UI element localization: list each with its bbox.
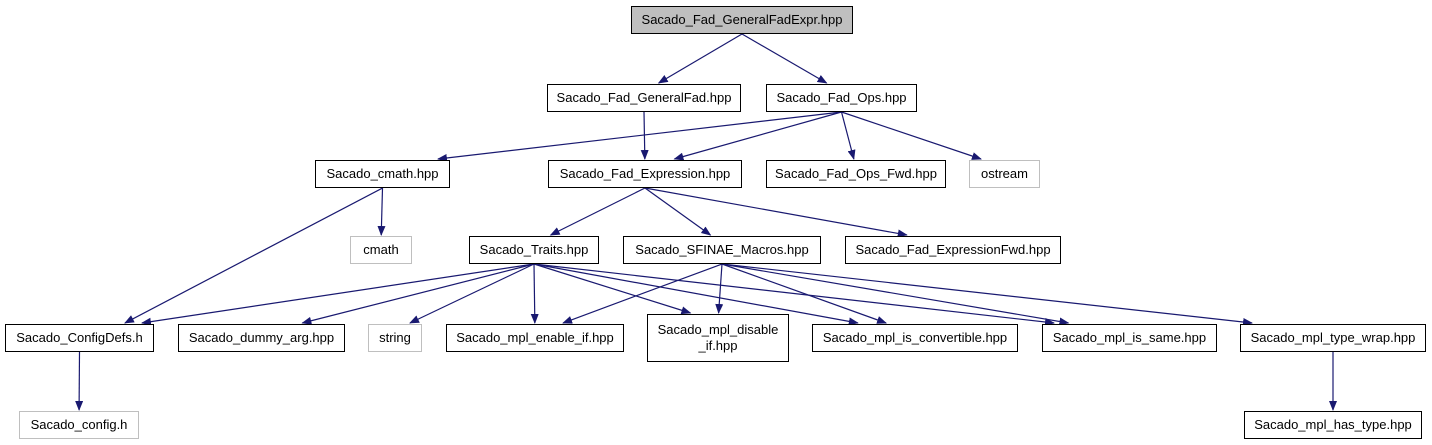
edge-cmath_hpp-to-config_defs [124,187,383,324]
node-fad-expression[interactable]: Sacado_Fad_Expression.hpp [548,160,742,188]
node-mpl-is-same[interactable]: Sacado_mpl_is_same.hpp [1042,324,1217,352]
node-fad-ops-fwd[interactable]: Sacado_Fad_Ops_Fwd.hpp [766,160,946,188]
node-mpl-enable-if[interactable]: Sacado_mpl_enable_if.hpp [446,324,624,352]
node-fad-expression-fwd[interactable]: Sacado_Fad_ExpressionFwd.hpp [845,236,1061,264]
edge-sfinae_macros-to-mpl_is_convertible [721,263,887,324]
node-config-defs[interactable]: Sacado_ConfigDefs.h [5,324,154,352]
node-fad-ops[interactable]: Sacado_Fad_Ops.hpp [766,84,917,112]
node-mpl-is-convertible[interactable]: Sacado_mpl_is_convertible.hpp [812,324,1018,352]
edge-sfinae_macros-to-mpl_enable_if [562,263,723,324]
node-mpl-type-wrap[interactable]: Sacado_mpl_type_wrap.hpp [1240,324,1426,352]
node-sfinae-macros[interactable]: Sacado_SFINAE_Macros.hpp [623,236,821,264]
node-config-h: Sacado_config.h [19,411,139,439]
edge-sfinae_macros-to-mpl_type_wrap [721,263,1253,326]
edge-cmath_hpp-to-cmath [377,187,386,236]
node-dummy-arg[interactable]: Sacado_dummy_arg.hpp [178,324,345,352]
edge-fad_ops-to-ostream [841,111,982,160]
node-string: string [368,324,422,352]
edge-traits-to-string [409,263,535,324]
edge-traits-to-config_defs [141,263,535,326]
node-mpl-has-type[interactable]: Sacado_mpl_has_type.hpp [1244,411,1422,439]
edge-fad_ops-to-cmath_hpp [437,111,842,162]
edge-general_fad_expr-to-general_fad [657,33,743,84]
node-traits[interactable]: Sacado_Traits.hpp [469,236,599,264]
node-cmath: cmath [350,236,412,264]
edge-traits-to-mpl_is_convertible [533,263,859,326]
node-general-fad[interactable]: Sacado_Fad_GeneralFad.hpp [547,84,741,112]
node-mpl-disable-if[interactable]: Sacado_mpl_disable_if.hpp [647,314,789,362]
edge-fad_expression-to-fad_expression_fwd [644,187,908,238]
edge-fad_ops-to-fad_ops_fwd [840,111,856,160]
root-node-general-fad-expr: Sacado_Fad_GeneralFadExpr.hpp [631,6,853,34]
edge-sfinae_macros-to-mpl_disable_if [715,263,724,314]
edge-traits-to-mpl_disable_if [533,263,692,315]
edge-traits-to-mpl_enable_if [530,263,539,324]
edge-traits-to-dummy_arg [301,263,535,325]
edge-sfinae_macros-to-mpl_is_same [721,263,1070,326]
node-ostream: ostream [969,160,1040,188]
edge-fad_expression-to-sfinae_macros [644,187,712,236]
edge-traits-to-mpl_is_same [533,263,1055,326]
edge-general_fad_expr-to-fad_ops [741,33,828,84]
node-cmath-hpp[interactable]: Sacado_cmath.hpp [315,160,450,188]
edge-fad_ops-to-fad_expression [673,111,842,161]
edge-fad_expression-to-traits [549,187,646,236]
